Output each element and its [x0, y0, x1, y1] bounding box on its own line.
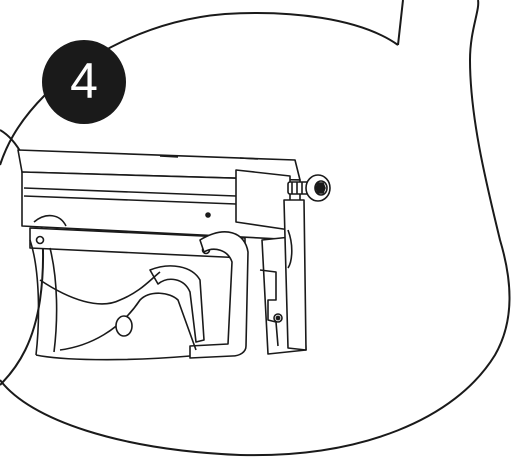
step-number: 4 [70, 53, 98, 109]
end-plate [259, 199, 307, 355]
hex-socket-screw-icon [287, 174, 331, 202]
step-number-badge: 4 [42, 40, 126, 124]
release-lever [29, 214, 249, 361]
rail-assembly [17, 149, 301, 241]
